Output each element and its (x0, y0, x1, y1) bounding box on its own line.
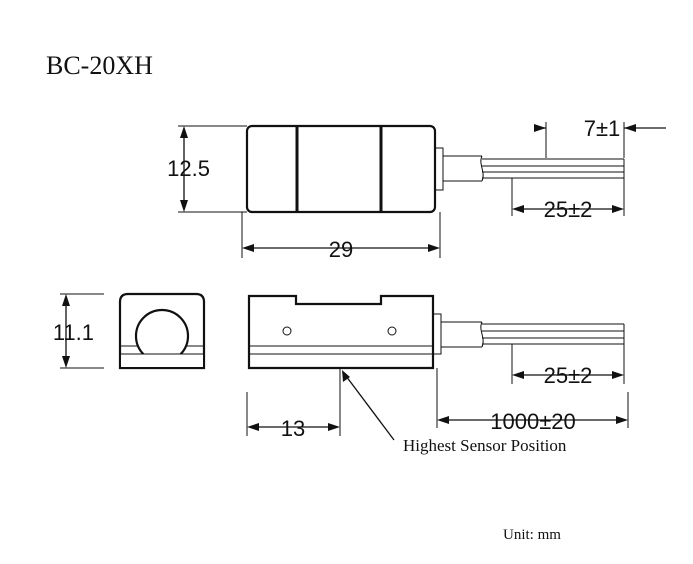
dim-height-top: 12.5 (167, 156, 210, 181)
lead-wires-top (482, 158, 625, 179)
side-view: 25±2 13 1000±20 Highest Sensor Position (246, 294, 629, 455)
unit-label: Unit: mm (503, 527, 561, 543)
lead-wires-side (482, 323, 625, 345)
mounting-hole-right (387, 326, 397, 336)
mounting-hole-left (282, 326, 292, 336)
sensor-body-side (247, 294, 435, 370)
dim-lead-strip-top: 25±2 (544, 197, 593, 222)
cable-grommet-top (434, 147, 444, 191)
cable-sheath-top (443, 155, 484, 182)
end-view-base (121, 354, 203, 367)
end-view: 11.1 (53, 292, 206, 370)
dim-length: 29 (329, 237, 353, 262)
sensor-position-leader (345, 375, 395, 441)
dim-cable-length: 1000±20 (490, 409, 576, 434)
cable-sheath-side (441, 321, 484, 348)
cable-grommet-side (432, 313, 442, 355)
sensor-body-top (245, 124, 437, 214)
dim-lead-tip: 7±1 (584, 116, 621, 141)
dim-sensor-offset: 13 (281, 416, 305, 441)
dim-height-side: 11.1 (53, 320, 94, 345)
drawing-title: BC-20XH (46, 51, 153, 80)
top-view: 12.5 29 7±1 25±2 (167, 116, 666, 262)
sensor-position-label: Highest Sensor Position (403, 436, 567, 455)
dim-lead-strip-bottom: 25±2 (544, 363, 593, 388)
